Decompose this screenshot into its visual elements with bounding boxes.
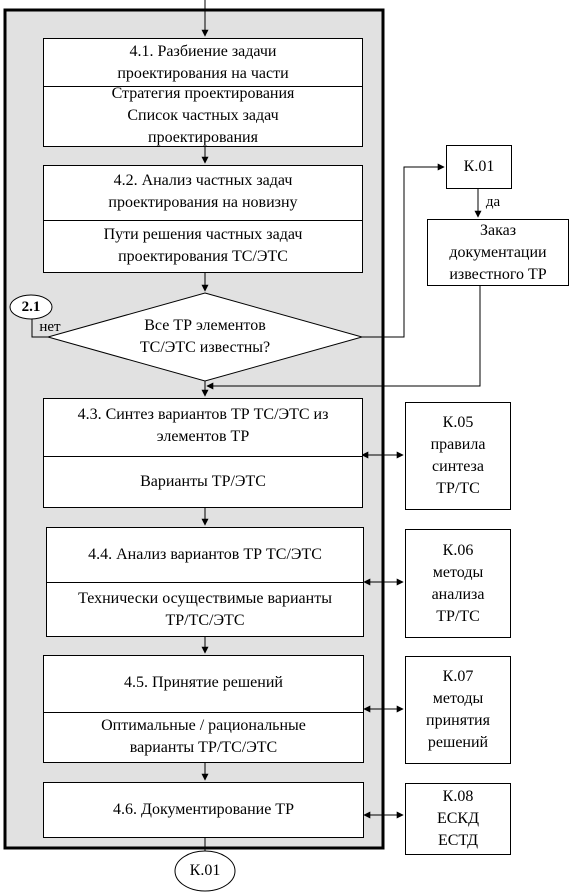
block-4-1 [43, 38, 363, 147]
block-4-3-output: Варианты ТР/ЭТС [140, 473, 266, 490]
block-4-2-output: Пути решения частных задач проектировани… [103, 226, 303, 265]
block-4-5 [43, 655, 364, 763]
decision-text: Все ТР элементов ТС/ЭТС известны? [139, 317, 271, 356]
decision-no-label: нет [39, 319, 61, 335]
connector-out-shape [174, 850, 236, 892]
decision-diamond [46, 292, 364, 382]
connector-out-label: К.01 [189, 862, 221, 879]
resource-k08: К.08 ЕСКД ЕСТД [405, 783, 511, 855]
block-4-3-title: 4.3. Синтез вариантов ТР ТС/ЭТС из элеме… [77, 406, 329, 445]
block-4-5-title: 4.5. Принятие решений [124, 674, 283, 691]
block-4-3 [43, 398, 363, 508]
block-4-4-title: 4.4. Анализ вариантов ТР ТС/ЭТС [88, 546, 322, 563]
block-4-4 [46, 527, 364, 637]
block-4-1-title: 4.1. Разбиение задачи проектирования на … [117, 43, 289, 82]
block-4-4-output: Технически осуществимые варианты ТР/ТС/Э… [78, 590, 332, 629]
resource-order-documentation: Заказ документации известного ТР [427, 219, 569, 286]
resource-k07: К.07 методы принятия решений [405, 656, 511, 764]
resource-k06: К.06 методы анализа ТР/ТС [405, 529, 511, 638]
block-4-5-output: Оптимальные / рациональные варианты ТР/Т… [101, 717, 306, 756]
decision-yes-label: да [485, 194, 501, 210]
block-4-2-title: 4.2. Анализ частных задач проектирования… [108, 172, 298, 211]
block-4-2 [43, 165, 363, 273]
resource-k05: К.05 правила синтеза ТР/ТС [405, 402, 511, 510]
block-4-1-output: Стратегия проектирования Список частных … [111, 85, 295, 146]
block-4-6 [43, 782, 364, 838]
connector-in-shape [9, 294, 53, 320]
resource-k01: К.01 [446, 145, 512, 189]
block-4-6-title: 4.6. Документирование ТР [113, 801, 294, 818]
connector-in-label: 2.1 [21, 299, 41, 315]
